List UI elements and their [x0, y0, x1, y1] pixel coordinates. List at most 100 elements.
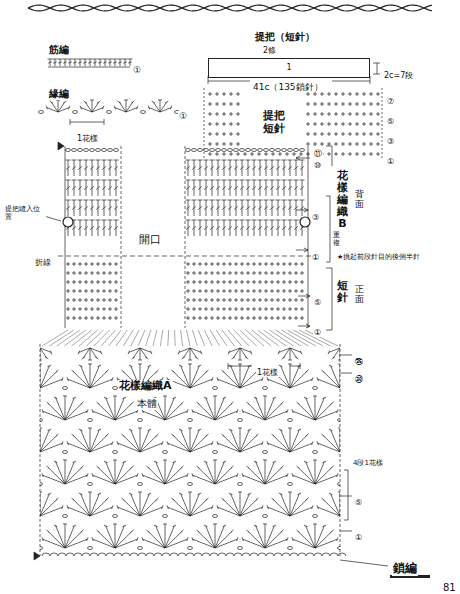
shell-fans — [40, 348, 340, 550]
dimension-line — [373, 63, 380, 74]
chart-label: ① — [178, 111, 188, 121]
chart-label: ㊱ — [354, 357, 364, 366]
chart-label: ① — [386, 157, 395, 166]
chart-label: 1花樣 — [256, 368, 279, 377]
chart-label: 正面 — [354, 285, 365, 305]
chart-label: 4段1花樣 — [352, 459, 386, 467]
body-outline — [40, 344, 340, 556]
label-anchor: ⑤ — [313, 290, 322, 309]
label-anchor: ① — [354, 525, 363, 544]
label-anchor: 提把（短針） — [254, 25, 316, 44]
chart-label: ③ — [311, 213, 320, 222]
edge-row-sample — [38, 100, 179, 125]
label-anchor: 折線 — [34, 250, 52, 269]
label-anchor: 重複 — [332, 232, 341, 247]
foundation-chain — [42, 553, 346, 556]
chart-label: ① — [311, 253, 320, 262]
pattern-a — [40, 348, 340, 550]
label-anchor: 本體 — [136, 392, 158, 411]
section-title: 提把（短針） — [254, 31, 316, 43]
label-anchor: 正面 — [354, 285, 365, 305]
handle-chart-edge — [204, 88, 382, 160]
label-anchor: ⑪ — [313, 141, 323, 160]
chart-label: ⑤ — [354, 498, 363, 507]
section-title: 花樣編織B — [336, 170, 349, 230]
pattern-b-stitches — [66, 149, 305, 321]
label-anchor: ㊱ — [354, 349, 364, 368]
ridge-row-sample — [48, 59, 133, 67]
label-anchor: 1花樣 — [256, 360, 279, 379]
label-anchor: 筋編 — [48, 38, 70, 57]
chart-label: 2c=7段 — [383, 71, 414, 80]
chart-label: ⑦ — [386, 97, 395, 106]
chart-label: 提把縫入位置 — [4, 205, 46, 221]
single-crochet-grid — [208, 92, 380, 156]
chart-label: ㉚ — [354, 375, 364, 384]
chart-label: 81 — [442, 582, 457, 594]
label-anchor: 背面 — [354, 190, 365, 210]
chart-label: 折線 — [34, 258, 52, 267]
label-anchor: ⑤ — [354, 490, 363, 509]
label-anchor: ① — [132, 58, 142, 77]
handle-position-marker — [300, 217, 310, 227]
chart-label: ③ — [386, 137, 395, 146]
handle-position-marker — [63, 217, 73, 227]
label-anchor: 4段1花樣 — [352, 450, 386, 469]
label-anchor: ⑤ — [386, 109, 395, 128]
node-text: 短針 — [263, 122, 285, 135]
label-anchor: 1花樣 — [76, 126, 99, 145]
label-anchor: 提把縫入位置 — [4, 204, 46, 223]
label-anchor: ① — [311, 245, 320, 264]
increase-stitches — [42, 330, 338, 346]
fold-line — [58, 256, 312, 257]
chart-label: 41c（135鎖針） — [252, 82, 324, 92]
label-anchor: 2條 — [262, 38, 277, 57]
label-anchor: 花樣編織A — [118, 374, 173, 393]
row-leader — [340, 355, 352, 531]
label-anchor: 緣編 — [48, 82, 70, 101]
label-anchor: ① — [386, 149, 395, 168]
border-wave — [28, 5, 432, 11]
chart-label: ★挑起前段針目的後側半針 — [336, 253, 456, 261]
label-anchor: ㉚ — [354, 367, 364, 386]
chart-label: ① — [354, 533, 363, 542]
label-anchor: 81 — [442, 576, 457, 594]
section-title: 緣編 — [48, 88, 70, 100]
label-anchor: ③ — [311, 205, 320, 224]
start-marker — [58, 142, 64, 150]
start-marker — [34, 552, 40, 560]
row-arrow — [296, 156, 310, 328]
chart-label: 1花樣 — [76, 134, 99, 143]
label-anchor: ⑦ — [386, 89, 395, 108]
label-anchor: ① — [178, 104, 188, 123]
label-anchor: 鎖編 — [392, 557, 418, 576]
chart-label: ⑩ — [313, 161, 322, 170]
chart-label: ⑪ — [313, 149, 323, 158]
label-anchor: ③ — [386, 129, 395, 148]
label-anchor: 花樣編織B — [336, 170, 349, 230]
chart-strokes — [0, 5, 443, 578]
label-anchor: ★挑起前段針目的後側半針 — [336, 244, 456, 263]
handle-strip: 1 — [208, 58, 370, 78]
chart-label: 2條 — [262, 46, 277, 55]
border-wave — [28, 5, 432, 11]
node-text: 提把 — [263, 109, 285, 122]
handle-label-box: 提把短針 — [257, 104, 291, 141]
chart-label: 本體 — [136, 398, 158, 410]
chain-leader — [340, 560, 388, 566]
chart-label: ⑤ — [386, 117, 395, 126]
chart-label: ⑤ — [313, 298, 322, 307]
section-title: 花樣編織A — [118, 380, 173, 393]
chart-label: 開口 — [138, 234, 162, 247]
label-anchor: ① — [313, 320, 322, 339]
chart-label: ① — [313, 328, 322, 337]
repeat-bracket — [326, 196, 330, 262]
section-title: 鎖編 — [392, 562, 418, 576]
chart-outline — [65, 146, 308, 328]
label-anchor: 短針 — [336, 280, 349, 304]
chart-label: 重複 — [332, 232, 341, 247]
section-title: 筋編 — [48, 44, 70, 56]
label-anchor: ⑩ — [313, 153, 322, 172]
section-title: 短針 — [336, 280, 349, 304]
chart-label: 背面 — [354, 190, 365, 210]
